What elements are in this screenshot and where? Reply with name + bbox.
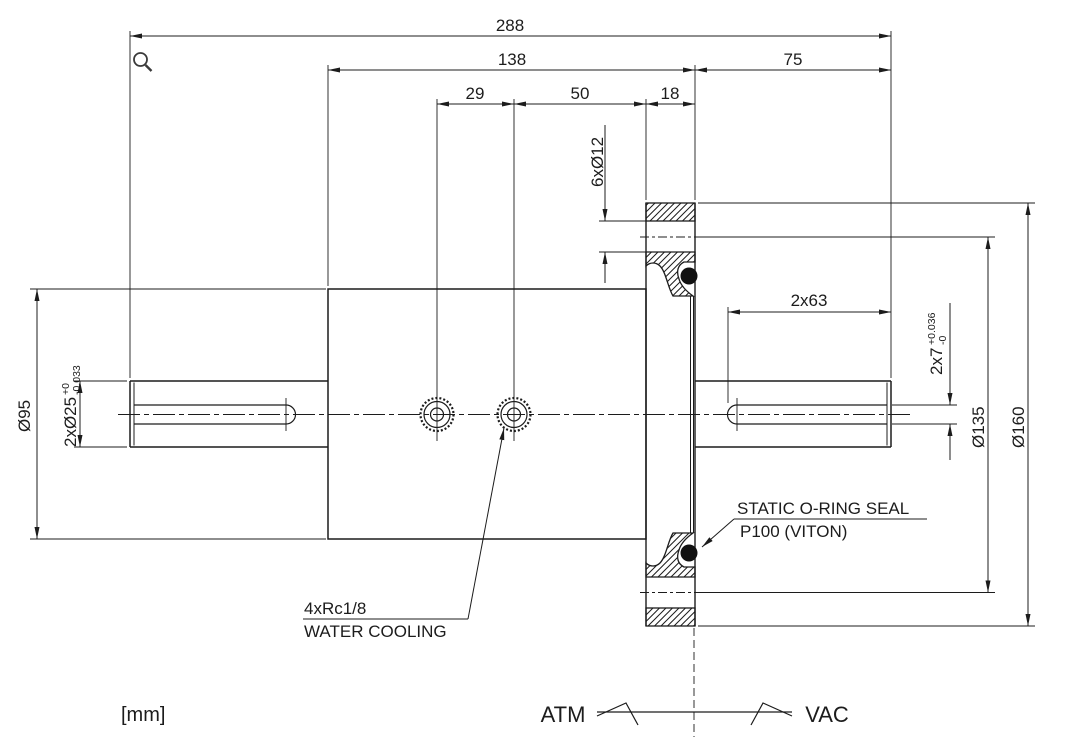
oring-bottom (680, 544, 698, 562)
left-keyway (134, 398, 297, 431)
extension-lines (30, 31, 1035, 627)
atm-side-triangle (596, 702, 639, 726)
oring-top (680, 267, 698, 285)
dim-port-spacing: 29 (466, 84, 485, 103)
dim-shaft-tol-lower: -0.033 (71, 365, 83, 395)
dim-keyway-tol-upper: +0.036 (926, 312, 938, 345)
cooling-leader-arrow (467, 427, 505, 620)
dim-overall-length: 288 (496, 16, 524, 35)
dim-flange-thickness: 18 (661, 84, 680, 103)
flange-rim-top-hatched (645, 202, 696, 222)
flange-web-bottom-hatched (645, 532, 696, 578)
dim-keyway-width: 2x7 (927, 348, 946, 375)
right-shaft (695, 380, 892, 448)
dim-shaft-diameter-group: 2xØ25 +0 -0.033 (60, 365, 83, 447)
left-shaft (129, 380, 328, 448)
flange-web-top-hatched (645, 251, 696, 297)
vac-side-triangle (750, 702, 793, 726)
flange-rim-bottom-hatched (645, 607, 696, 627)
dim-shaft-tol-upper: +0 (60, 383, 72, 395)
dim-body-to-flange: 138 (498, 50, 526, 69)
oring-note-line2: P100 (VITON) (740, 522, 847, 541)
zoom-magnifier-icon[interactable] (133, 52, 153, 72)
oring-leader-arrow (701, 518, 735, 548)
centerlines (118, 236, 912, 737)
atm-label: ATM (541, 702, 586, 727)
dim-bolt-circle: Ø135 (969, 406, 988, 448)
cooling-note-line1: 4xRc1/8 (304, 599, 366, 618)
dim-flange-diameter: Ø160 (1009, 406, 1028, 448)
cooling-note-line2: WATER COOLING (304, 622, 447, 641)
dim-body-diameter: Ø95 (15, 400, 34, 432)
dim-shaft-diameter: 2xØ25 (61, 397, 80, 447)
right-keyway (726, 398, 887, 431)
annotation-texts: 4xRc1/8 WATER COOLING STATIC O-RING SEAL… (121, 499, 909, 727)
units-label: [mm] (121, 704, 165, 726)
dim-port-to-flange: 50 (571, 84, 590, 103)
vac-label: VAC (805, 702, 849, 727)
dim-bolt-holes: 6xØ12 (588, 137, 607, 187)
atm-vac-symbols (596, 702, 793, 726)
dim-keyway-length: 2x63 (791, 291, 828, 310)
dim-keyway-width-group: 2x7 +0.036 -0 (926, 312, 949, 375)
dim-keyway-tol-lower: -0 (937, 336, 949, 345)
vacuum-flange (645, 202, 698, 627)
leader-lines (303, 427, 927, 620)
main-body (327, 288, 647, 540)
dimension-texts: 288 138 75 29 50 18 2x63 6xØ12 Ø95 2xØ25… (15, 16, 1028, 448)
dim-right-shaft: 75 (784, 50, 803, 69)
oring-note-line1: STATIC O-RING SEAL (737, 499, 909, 518)
dimension-lines (34, 33, 1031, 626)
